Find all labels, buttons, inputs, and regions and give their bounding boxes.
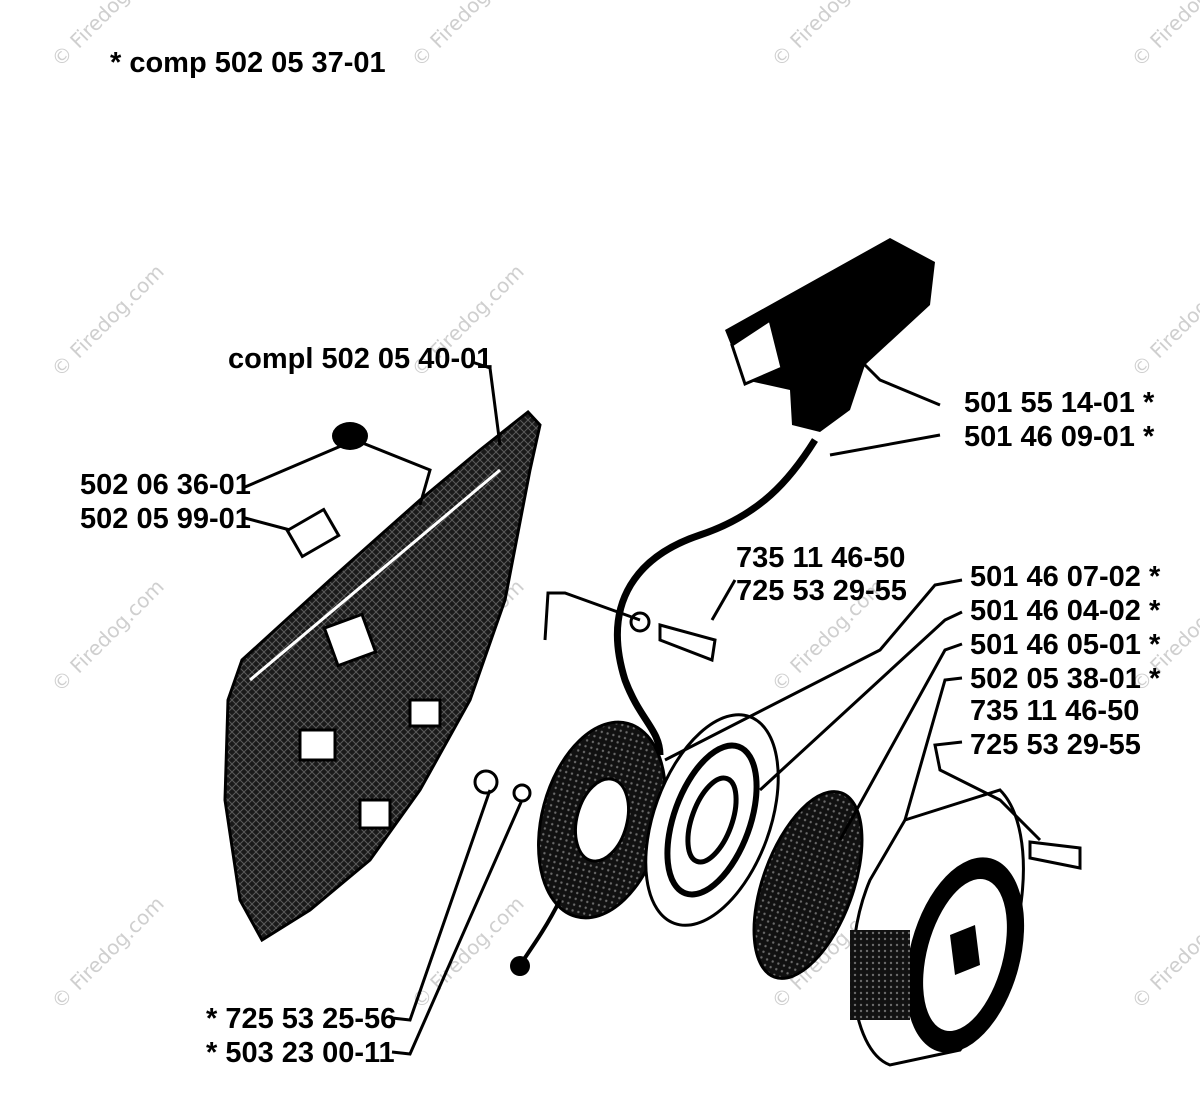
label-housing-left-top: 502 06 36-01 xyxy=(80,469,251,501)
leader-lines xyxy=(244,358,1042,1056)
label-spring: 501 46 05-01 * xyxy=(970,629,1161,661)
part-labels: compl 502 05 40-01 502 06 36-01 502 05 9… xyxy=(80,343,1161,1069)
label-screw-bottom: * 503 23 00-11 xyxy=(206,1037,395,1069)
label-pulley: 501 46 07-02 * xyxy=(970,561,1161,593)
watermark-text: © Firedog.com xyxy=(407,891,529,1013)
screw-right-drawing xyxy=(1028,840,1082,870)
watermark-text: © Firedog.com xyxy=(1127,891,1200,1013)
pulley-drawing xyxy=(510,720,667,976)
label-handle: 501 55 14-01 * xyxy=(964,387,1155,419)
label-cord: 501 46 09-01 * xyxy=(964,421,1155,453)
watermark-text: © Firedog.com xyxy=(767,0,889,72)
label-housing-left-bottom: 502 05 99-01 xyxy=(80,503,251,535)
watermark-text: © Firedog.com xyxy=(47,891,169,1013)
label-starter-cover: 502 05 38-01 * xyxy=(970,663,1161,695)
assembly-note: * comp 502 05 37-01 xyxy=(110,47,386,79)
watermark-text: © Firedog.com xyxy=(47,259,169,381)
label-spring-cover: 501 46 04-02 * xyxy=(970,595,1161,627)
label-housing-complete: compl 502 05 40-01 xyxy=(228,343,492,375)
starter-cord-drawing xyxy=(613,438,818,756)
spring-drawing xyxy=(752,790,864,980)
watermark-text: © Firedog.com xyxy=(407,0,529,72)
housing-drawing xyxy=(223,409,542,943)
label-screw-mid-a: 735 11 46-50 xyxy=(736,542,905,574)
label-washer-bottom: * 725 53 25-56 xyxy=(206,1003,396,1035)
screw-bottom-drawing xyxy=(473,769,532,803)
screw-mid-drawing xyxy=(629,611,717,663)
starter-cover-drawing xyxy=(850,788,1025,1067)
watermark-text: © Firedog.com xyxy=(1127,259,1200,381)
watermark-text: © Firedog.com xyxy=(47,574,169,696)
label-screw-right-b: 725 53 29-55 xyxy=(970,729,1141,761)
watermark-text: © Firedog.com xyxy=(1127,0,1200,72)
label-screw-right-a: 735 11 46-50 xyxy=(970,695,1139,727)
label-screw-mid-b: 725 53 29-55 xyxy=(736,575,907,607)
handle-drawing xyxy=(725,238,935,432)
